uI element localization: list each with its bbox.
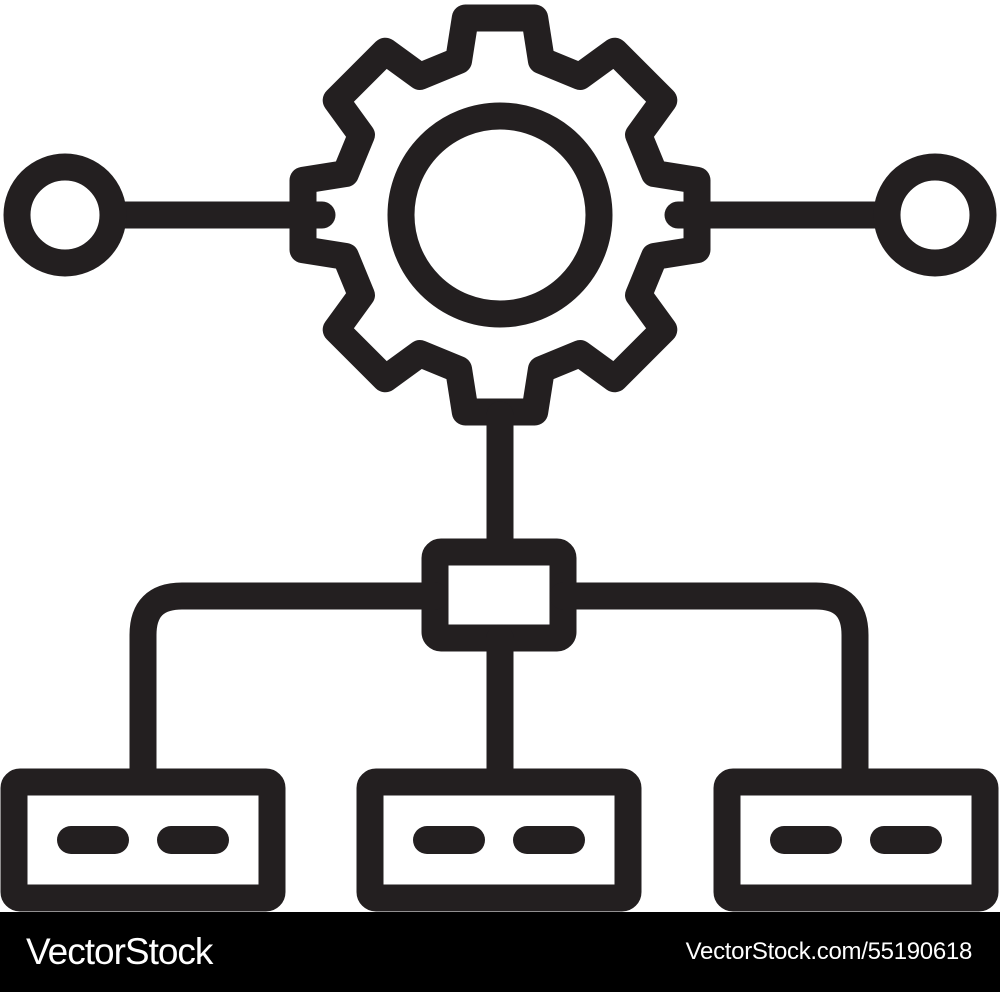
left-node-circle: [3, 153, 127, 277]
right-branch-line: [549, 582, 869, 796]
left-branch-line: [129, 582, 449, 796]
gear-outline: [289, 4, 711, 426]
child-box-center: [356, 768, 642, 912]
diagram-canvas: [0, 4, 999, 912]
right-node-circle: [873, 153, 997, 277]
child-box-left: [0, 768, 286, 912]
network-gear-icon: [0, 4, 999, 912]
brand-logo-text: VectorStock: [26, 931, 213, 972]
child-box-right: [713, 768, 999, 912]
gear-hub-circle: [387, 102, 613, 328]
image-id-text: VectorStock.com/55190618: [685, 938, 973, 965]
watermark-footer: VectorStock VectorStock.com/55190618: [0, 912, 1000, 992]
